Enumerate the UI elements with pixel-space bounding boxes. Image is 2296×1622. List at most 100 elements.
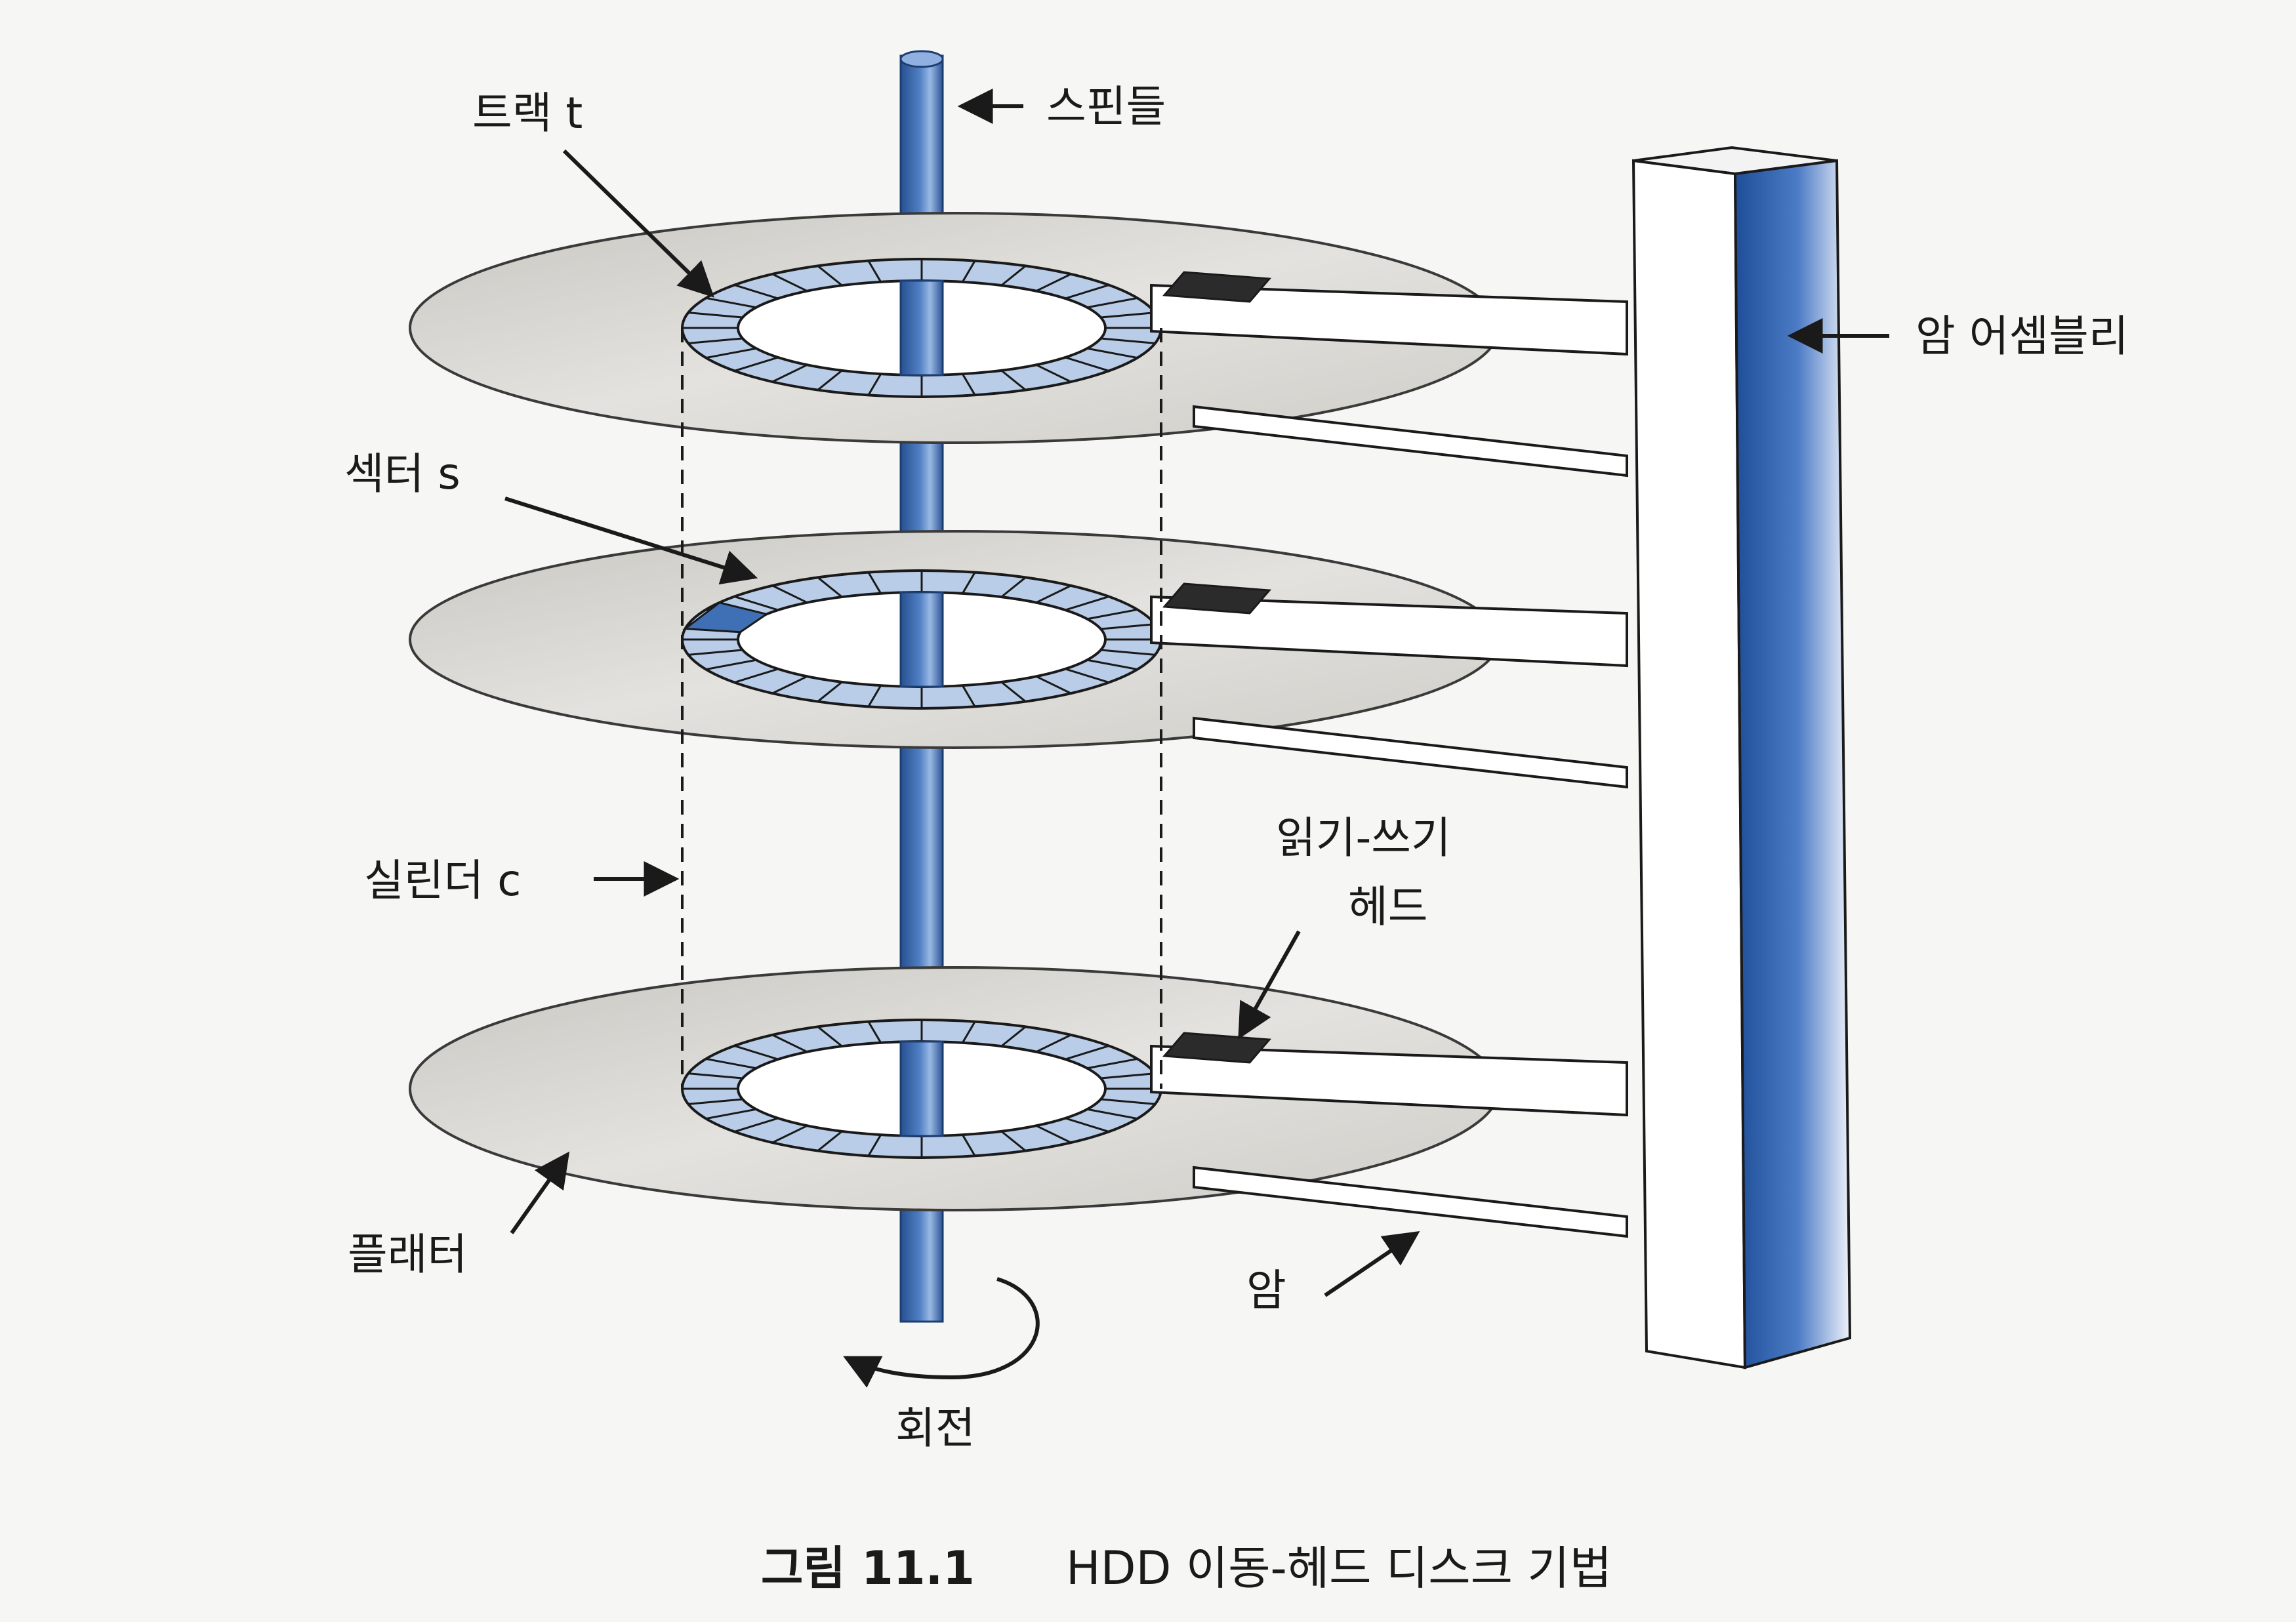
sector-divider [1035,675,1072,695]
spindle-segment [899,591,944,688]
sector-divider [1065,284,1109,300]
sector-divider [705,1057,757,1070]
spindle-top-cap [899,50,944,68]
sector-divider [1100,337,1155,344]
read-write-head-label-1: 읽기-쓰기 [1276,813,1451,863]
sector-divider [1086,1108,1138,1120]
sector-divider [1000,265,1027,287]
read-write-head [1162,271,1272,303]
sector-divider [1000,369,1027,391]
arm-upper [1150,595,1628,668]
arm-label: 암 [1246,1265,1286,1316]
arm-upper [1150,1044,1628,1117]
sector-divider [688,649,743,656]
sector-divider [1086,659,1138,671]
arm-assembly-label: 암 어셈블리 [1916,311,2129,361]
sector-divider [817,1026,843,1047]
annotation-arrows [504,89,1889,1388]
sector-divider [1100,312,1155,319]
arm-assembly-column [1631,146,1852,1369]
sector-divider [771,363,808,383]
cylinder-label: 실린더 c [364,855,521,906]
sector-divider [962,1134,976,1157]
sector-divider [705,347,757,359]
figure-title: HDD 이동-헤드 디스크 기법 [1066,1541,1612,1595]
track-arrow [562,149,714,298]
sector-divider [867,260,882,283]
sector-divider [867,1134,882,1157]
arm-arrow [1324,1230,1420,1297]
sector-divider [817,681,843,702]
sector-divider [734,668,779,683]
column-left-face [1631,159,1747,1369]
sector-divider [705,296,757,309]
sector-divider [1000,577,1027,598]
sector-divider [1035,273,1072,293]
rotation-arrow [843,1277,1040,1388]
arm-lower [1193,716,1628,789]
sector-divider [1065,356,1109,372]
sector-divider [867,1021,882,1044]
sector-divider [1086,1057,1138,1070]
sector-divider [1035,584,1072,604]
sector-divider [962,373,976,396]
sector-arrow [504,497,758,585]
sector-divider [1100,649,1155,656]
sector-divider [1035,1034,1072,1053]
sector-divider [867,685,882,708]
sector-divider [1000,681,1027,702]
head-arrow [1238,930,1301,1040]
track-label: 트랙 t [472,88,583,138]
sector-divider [1086,296,1138,309]
sector-divider [1000,1026,1027,1047]
sector-divider [688,1072,743,1080]
column-right-face [1733,159,1852,1369]
sector-divider [734,284,779,300]
arm-3 [1150,1032,1628,1238]
sector-divider [1100,1098,1155,1105]
spindle-label: 스핀들 [1046,81,1166,132]
spindle-segment [899,1040,944,1137]
rotation-label: 회전 [895,1403,975,1453]
sector-divider [688,337,743,344]
sector-divider [688,312,743,319]
sector-divider [1065,1045,1109,1061]
arm-lower [1193,1166,1628,1238]
arm-stack [1150,271,1628,1238]
sector-divider [771,273,808,293]
sector-divider [771,675,808,695]
sector-divider [962,260,976,283]
figure-number: 그림 11.1 [761,1541,975,1595]
platter-label: 플래터 [348,1229,467,1280]
sector-divider [1000,1130,1027,1152]
sector-divider [962,685,976,708]
highlighted-sector [682,601,769,634]
sector-divider [1065,596,1109,611]
sector-divider [705,659,757,671]
sector-divider [1065,1117,1109,1133]
sector-divider [962,571,976,594]
sector-divider [1035,1124,1072,1144]
spindle-segment [899,279,944,376]
sector-label: 섹터 s [344,449,461,499]
sector-divider [1100,623,1155,630]
sector-divider [734,1117,779,1133]
sector-divider [1035,363,1072,383]
arm-upper [1150,283,1628,356]
sector-divider [817,577,843,598]
sector-divider [867,373,882,396]
sector-divider [1086,347,1138,359]
sector-divider [817,265,843,287]
read-write-head [1162,582,1272,615]
arm-lower [1193,405,1628,477]
sector-divider [962,1021,976,1044]
sector-divider [734,1045,779,1061]
sector-divider [1086,608,1138,620]
sector-divider [771,584,808,604]
platter-3 [409,966,1500,1211]
sector-divider [771,1034,808,1053]
sector-divider [1100,1072,1155,1080]
cylinder-guide-lines [681,328,1162,1089]
read-write-head [1162,1032,1272,1064]
